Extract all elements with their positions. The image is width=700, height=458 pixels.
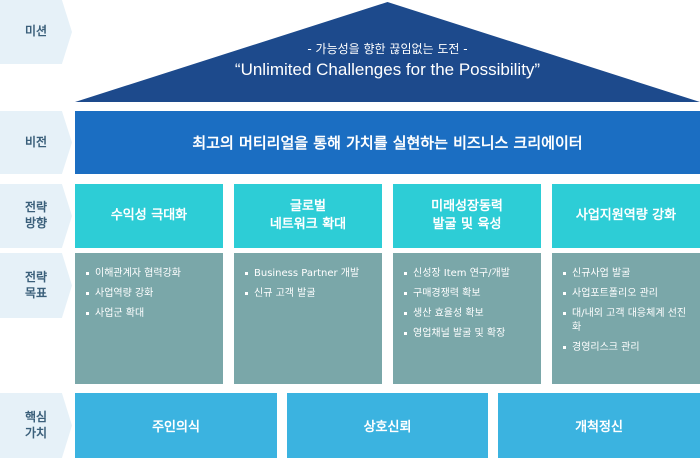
bullet-icon <box>563 272 566 275</box>
bullet-icon <box>404 292 407 295</box>
goal-item-text: 생산 효율성 확보 <box>413 308 484 319</box>
goal-item-text: 대/내외 고객 대응체계 선진화 <box>572 308 687 333</box>
goal-item: 대/내외 고객 대응체계 선진화 <box>562 307 690 335</box>
row-label-goals: 전략 목표 <box>0 253 72 318</box>
goal-item-text: 신규 고객 발굴 <box>254 288 316 299</box>
row-label-mission: 미션 <box>0 0 72 64</box>
row-label-strategy: 전략 방향 <box>0 184 72 248</box>
bullet-icon <box>563 346 566 349</box>
goal-box: Business Partner 개발 신규 고객 발굴 <box>234 253 382 384</box>
goal-item-text: 신규사업 발굴 <box>572 268 631 279</box>
goal-item: 생산 효율성 확보 <box>403 307 531 321</box>
goal-item: 사업포트폴리오 관리 <box>562 287 690 301</box>
bullet-icon <box>563 292 566 295</box>
vision-bar: 최고의 머티리얼을 통해 가치를 실현하는 비즈니스 크리에이터 <box>75 111 700 174</box>
bullet-icon <box>86 312 89 315</box>
strategy-box: 미래성장동력 발굴 및 육성 <box>393 184 541 248</box>
goal-item-text: 구매경쟁력 확보 <box>413 288 481 299</box>
mission-title: “Unlimited Challenges for the Possibilit… <box>234 60 541 79</box>
goal-item-text: 사업역량 강화 <box>95 288 154 299</box>
core-value-box: 개척정신 <box>498 393 700 458</box>
bullet-icon <box>245 292 248 295</box>
goal-box: 이해관계자 협력강화 사업역량 강화 사업군 확대 <box>75 253 223 384</box>
goal-item-text: 신성장 Item 연구/개발 <box>413 268 510 279</box>
goal-item: 사업군 확대 <box>85 307 213 321</box>
goal-item: 사업역량 강화 <box>85 287 213 301</box>
row-label-vision: 비전 <box>0 111 72 174</box>
goal-item-text: 영업채널 발굴 및 확장 <box>413 328 506 339</box>
bullet-icon <box>563 312 566 315</box>
bullet-icon <box>404 272 407 275</box>
row-label-values: 핵심 가치 <box>0 393 72 458</box>
bullet-icon <box>86 272 89 275</box>
goal-box: 신규사업 발굴 사업포트폴리오 관리 대/내외 고객 대응체계 선진화 경영리스… <box>552 253 700 384</box>
mission-subtitle: - 가능성을 향한 끊임없는 도전 - <box>307 42 468 56</box>
goal-item: 경영리스크 관리 <box>562 341 690 355</box>
core-value-box: 주인의식 <box>75 393 277 458</box>
goal-item: 영업채널 발굴 및 확장 <box>403 327 531 341</box>
goal-item: 신성장 Item 연구/개발 <box>403 267 531 281</box>
strategy-box: 사업지원역량 강화 <box>552 184 700 248</box>
mission-roof <box>75 2 700 102</box>
goal-item-text: 경영리스크 관리 <box>572 342 640 353</box>
goal-item: 신규사업 발굴 <box>562 267 690 281</box>
goal-item-text: 이해관계자 협력강화 <box>95 268 181 279</box>
bullet-icon <box>245 272 248 275</box>
strategy-box: 글로벌 네트워크 확대 <box>234 184 382 248</box>
bullet-icon <box>86 292 89 295</box>
goal-item-text: 사업군 확대 <box>95 308 145 319</box>
bullet-icon <box>404 332 407 335</box>
vision-text: 최고의 머티리얼을 통해 가치를 실현하는 비즈니스 크리에이터 <box>192 134 583 152</box>
core-value-box: 상호신뢰 <box>287 393 488 458</box>
strategy-box: 수익성 극대화 <box>75 184 223 248</box>
goal-item: 신규 고객 발굴 <box>244 287 372 301</box>
goal-item: Business Partner 개발 <box>244 267 372 281</box>
goal-item-text: 사업포트폴리오 관리 <box>572 288 658 299</box>
goal-box: 신성장 Item 연구/개발 구매경쟁력 확보 생산 효율성 확보 영업채널 발… <box>393 253 541 384</box>
goal-item-text: Business Partner 개발 <box>254 268 360 279</box>
goal-item: 구매경쟁력 확보 <box>403 287 531 301</box>
goal-item: 이해관계자 협력강화 <box>85 267 213 281</box>
bullet-icon <box>404 312 407 315</box>
